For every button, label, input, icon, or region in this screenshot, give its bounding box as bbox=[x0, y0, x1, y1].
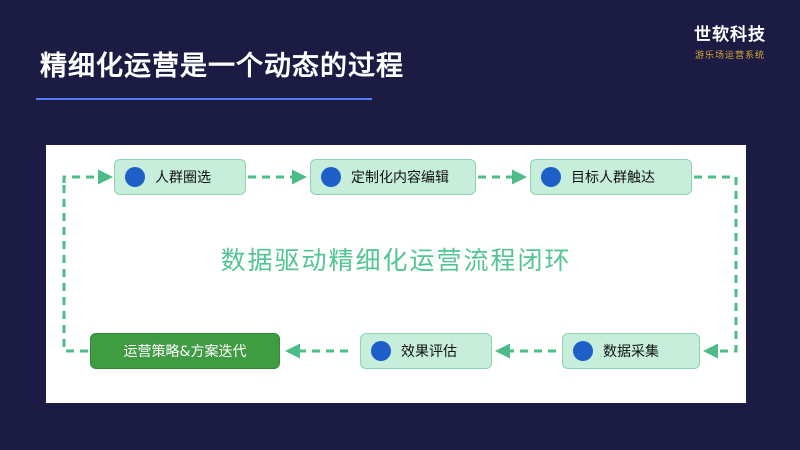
node-label: 运营策略&方案迭代 bbox=[123, 344, 247, 360]
arrow-3-4 bbox=[694, 175, 738, 359]
node-dot-icon bbox=[125, 167, 145, 187]
node-label: 目标人群触达 bbox=[571, 170, 655, 186]
node-crowd-selection: 人群圈选 bbox=[114, 159, 246, 195]
node-dot-icon bbox=[371, 341, 391, 361]
node-data-collection: 数据采集 bbox=[562, 333, 700, 369]
node-label: 人群圈选 bbox=[155, 170, 211, 186]
brand-logo: 世软科技 游乐场运营系统 bbox=[682, 20, 778, 61]
node-strategy-iteration: 运营策略&方案迭代 bbox=[90, 333, 280, 369]
brand-name: 世软科技 bbox=[694, 25, 766, 45]
node-label: 数据采集 bbox=[603, 344, 659, 360]
node-dot-icon bbox=[321, 167, 341, 187]
node-label: 定制化内容编辑 bbox=[351, 170, 449, 186]
diagram-panel: 人群圈选 定制化内容编辑 目标人群触达 数据驱动精细化运营流程闭环 数据采集 效… bbox=[46, 145, 746, 403]
node-effect-evaluation: 效果评估 bbox=[360, 333, 492, 369]
node-dot-icon bbox=[541, 167, 561, 187]
node-target-reach: 目标人群触达 bbox=[530, 159, 692, 195]
node-label: 效果评估 bbox=[401, 344, 457, 360]
arrow-loop-back bbox=[62, 185, 88, 353]
node-dot-icon bbox=[573, 341, 593, 361]
title-underline bbox=[36, 98, 372, 100]
loop-arrows bbox=[62, 169, 738, 359]
node-custom-content: 定制化内容编辑 bbox=[310, 159, 476, 195]
brand-subtitle: 游乐场运营系统 bbox=[694, 51, 765, 61]
arrow-start bbox=[62, 169, 113, 185]
slide-title: 精细化运营是一个动态的过程 bbox=[40, 51, 404, 82]
loop-center-title: 数据驱动精细化运营流程闭环 bbox=[220, 246, 572, 275]
